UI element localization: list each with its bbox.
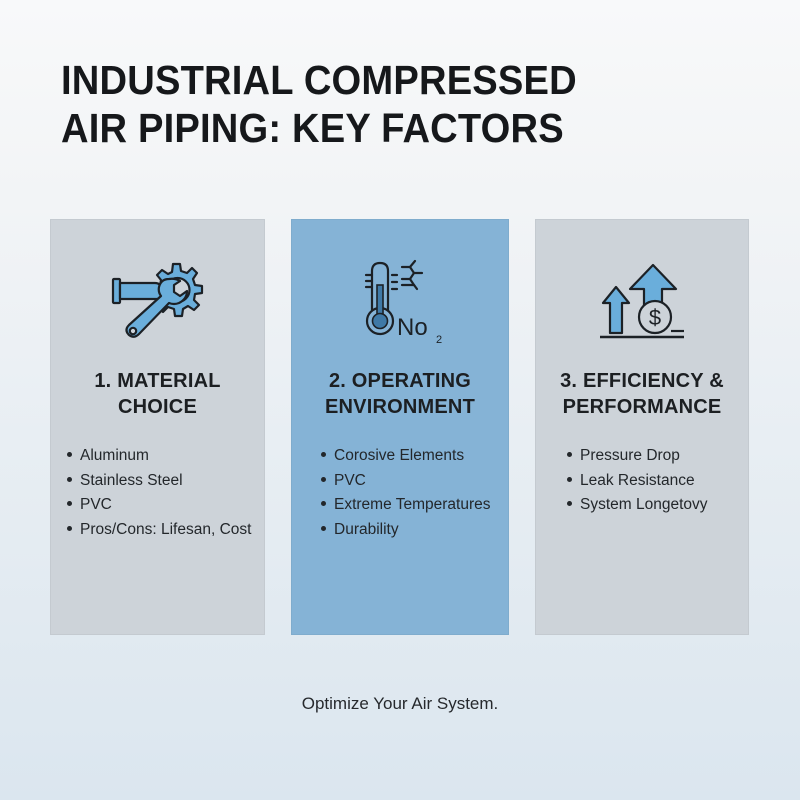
card-title-line-2: ENVIRONMENT	[325, 396, 475, 418]
no2-subscript: 2	[436, 334, 442, 345]
list-item-text: Corosive Elements	[334, 447, 465, 464]
list-item: Pros/Cons: Lifesan, Cost	[67, 518, 251, 543]
bullet-icon	[567, 501, 572, 506]
card-title-line-1: 1. MATERIAL	[94, 370, 221, 392]
list-item-text: Pros/Cons: Lifesan, Cost	[80, 520, 252, 538]
list-item-text: Leak Resistance	[580, 471, 695, 489]
card-title-line-2: CHOICE	[118, 396, 197, 418]
card-title-line-1: 3. EFFICIENCY &	[560, 370, 724, 392]
card-operating-environment: No 2 2. OPERATING ENVIRONMENT Corosive E…	[291, 219, 509, 635]
list-item: PVC	[321, 469, 491, 494]
list-item: Pressure Drop	[567, 444, 708, 469]
bullet-list: Pressure Drop Leak Resistance System Lon…	[567, 444, 708, 518]
thermometer-no2-icon: No 2	[292, 250, 508, 350]
list-item: System Longetovy	[567, 493, 708, 518]
footer-tagline: Optimize Your Air System.	[301, 694, 499, 713]
bullet-icon	[67, 476, 72, 482]
bullet-icon	[67, 501, 72, 506]
list-item-text: PVC	[80, 496, 112, 513]
list-item-text: System Longetovy	[580, 496, 708, 513]
list-item-text: PVC	[334, 471, 366, 489]
list-item: Durability	[321, 518, 491, 543]
list-item: Corosive Elements	[321, 444, 491, 469]
list-item-text: Extreme Temperatures	[334, 496, 491, 513]
card-material-choice: 1. MATERIAL CHOICE Aluminum Stainless St…	[50, 219, 265, 635]
bullet-icon	[321, 525, 326, 531]
bullet-list: Aluminum Stainless Steel PVC Pros/Cons: …	[67, 444, 251, 542]
bullet-icon	[321, 476, 326, 482]
bullet-icon	[321, 501, 326, 506]
list-item: Extreme Temperatures	[321, 493, 491, 518]
dollar-symbol: $	[649, 305, 661, 330]
card-title-line-1: 2. OPERATING	[328, 370, 472, 392]
no2-label: No	[397, 314, 428, 341]
bullet-icon	[321, 452, 326, 457]
list-item: PVC	[67, 493, 251, 518]
list-item-text: Pressure Drop	[580, 447, 680, 464]
growth-arrows-dollar-icon: $	[536, 250, 748, 350]
list-item-text: Durability	[334, 520, 399, 538]
bullet-icon	[67, 452, 72, 457]
list-item: Aluminum	[67, 444, 251, 469]
pipe-wrench-gear-icon	[51, 250, 264, 350]
list-item: Stainless Steel	[67, 469, 251, 494]
bullet-icon	[67, 525, 72, 531]
card-title: 1. MATERIAL CHOICE	[51, 368, 264, 420]
page-title-line-2: AIR PIPING: KEY FACTORS	[61, 105, 564, 151]
list-item: Leak Resistance	[567, 469, 708, 494]
bullet-icon	[567, 452, 572, 457]
card-title: 3. EFFICIENCY & PERFORMANCE	[536, 368, 748, 420]
page-title-line-1: INDUSTRIAL COMPRESSED	[61, 57, 577, 103]
bullet-icon	[567, 476, 572, 482]
list-item-text: Stainless Steel	[80, 471, 183, 489]
card-efficiency-performance: $ 3. EFFICIENCY & PERFORMANCE Pressure D…	[535, 219, 749, 635]
bullet-list: Corosive Elements PVC Extreme Temperatur…	[321, 444, 491, 542]
card-title: 2. OPERATING ENVIRONMENT	[292, 368, 508, 420]
page-title: INDUSTRIAL COMPRESSED AIR PIPING: KEY FA…	[61, 56, 693, 152]
list-item-text: Aluminum	[80, 447, 149, 464]
card-title-line-2: PERFORMANCE	[562, 396, 722, 418]
